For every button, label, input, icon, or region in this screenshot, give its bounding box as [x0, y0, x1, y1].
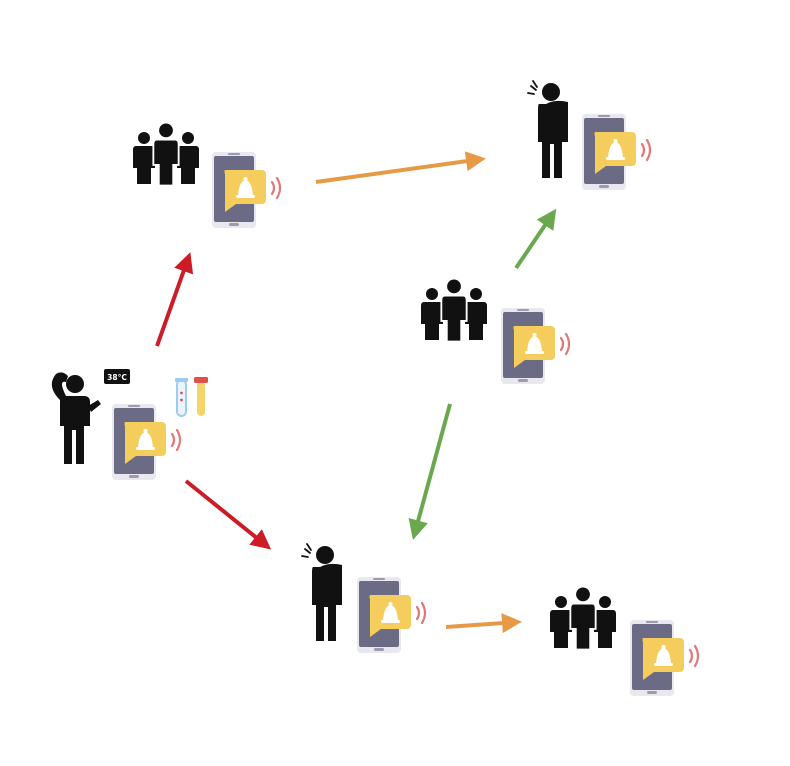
edge-group-top-left-to-coughing-top-right [315, 151, 486, 184]
node-coughing-bottom [301, 543, 427, 655]
edge-coughing-bottom-to-group-bottom-right [445, 613, 522, 634]
coughing-person-icon [301, 543, 343, 642]
node-group-top-left [133, 124, 282, 230]
phone-alert-icon [580, 112, 652, 192]
thermometer-reading: 38°C [107, 373, 127, 382]
phone-alert-icon [499, 306, 571, 386]
node-group-bottom-right [550, 588, 700, 698]
group-icon [133, 124, 199, 187]
phone-alert-icon [355, 575, 427, 655]
feverish-person-icon [51, 372, 101, 464]
thermometer-icon: 38°C [104, 369, 130, 384]
group-icon [550, 588, 616, 651]
node-coughing-top-right [527, 80, 652, 192]
phone-alert-icon [110, 402, 182, 482]
edges [155, 151, 557, 634]
coughing-person-icon [527, 80, 569, 179]
edge-fever-to-coughing-bottom [184, 479, 272, 550]
node-group-middle-right [421, 280, 571, 386]
node-person-with-fever: 38°C [51, 369, 208, 482]
phone-alert-icon [628, 618, 700, 698]
phone-alert-icon [210, 150, 282, 230]
group-icon [421, 280, 487, 343]
edge-fever-to-group-top-left [155, 252, 194, 347]
edge-group-middle-to-coughing-top-right [514, 208, 557, 270]
edge-group-middle-to-coughing-bottom [408, 403, 452, 540]
test-tube-icon [175, 377, 208, 417]
